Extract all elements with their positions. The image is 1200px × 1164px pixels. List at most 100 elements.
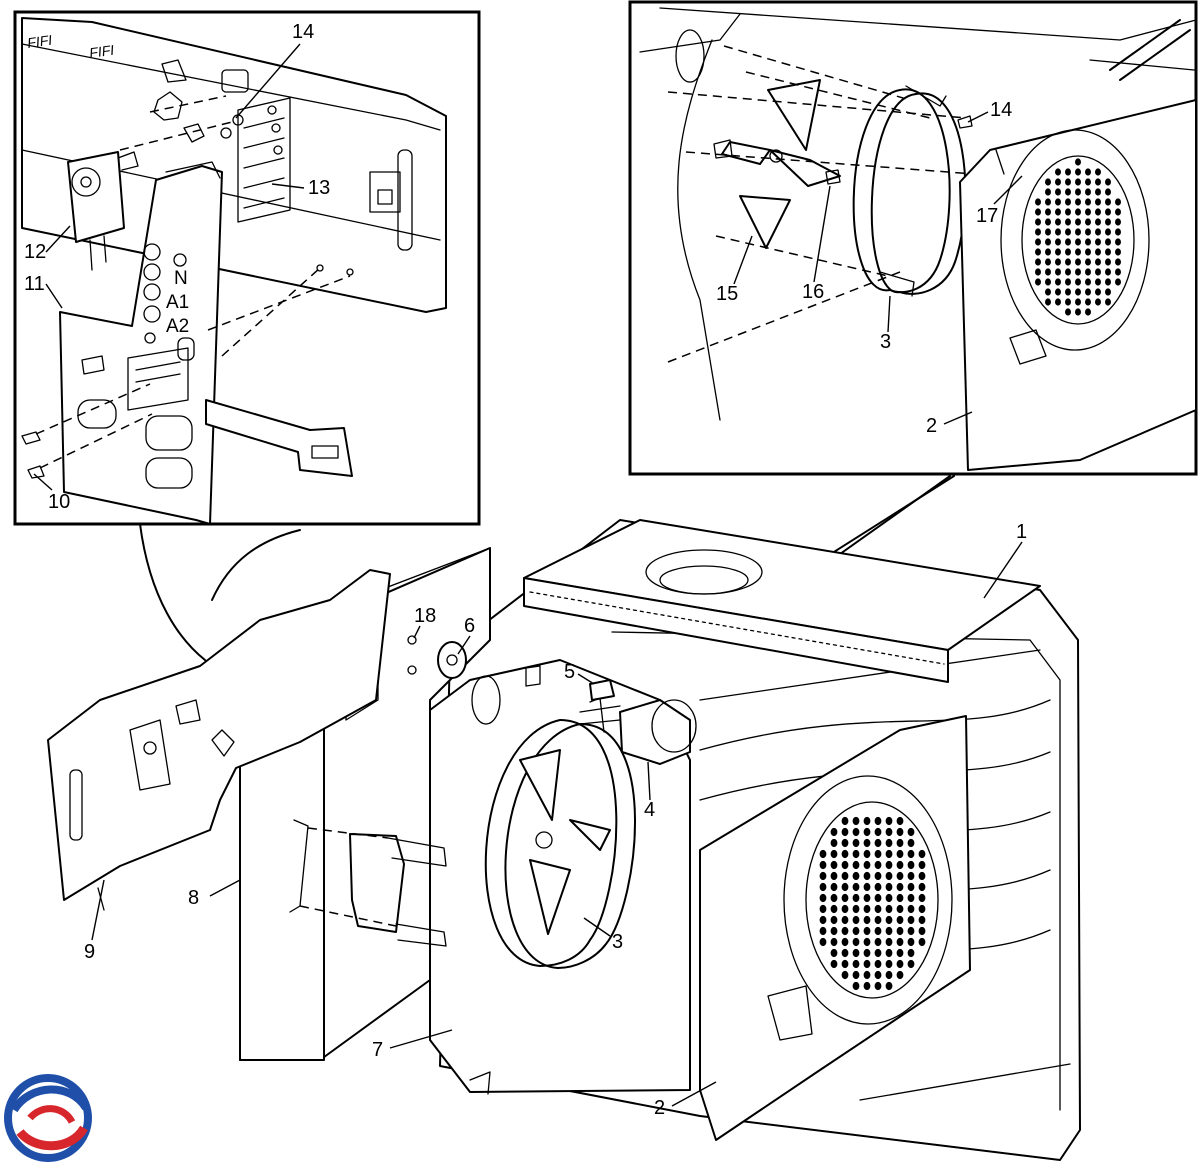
grille-hole — [1045, 278, 1051, 286]
grille-hole — [1035, 268, 1041, 276]
grille-hole — [1075, 208, 1081, 216]
grille-hole — [1095, 168, 1101, 176]
grille-hole — [1055, 188, 1061, 196]
grille-hole — [896, 882, 904, 892]
insulation-top-1 — [523, 519, 1041, 683]
grille-hole — [1105, 268, 1111, 276]
grille-hole — [852, 882, 860, 892]
grille-hole — [885, 926, 893, 936]
grille-hole — [1035, 278, 1041, 286]
grille-hole — [907, 959, 915, 969]
grille-hole — [874, 970, 882, 980]
callout-14-left: 14 — [292, 21, 314, 43]
terminal-strip-13 — [237, 97, 291, 223]
grille-hole — [896, 904, 904, 914]
grille-hole — [1095, 218, 1101, 226]
grille-hole — [1115, 278, 1121, 286]
grille-hole — [830, 838, 838, 848]
switch-5 — [589, 679, 615, 701]
grille-hole — [1095, 248, 1101, 256]
grille-hole — [841, 827, 849, 837]
grille-hole — [896, 849, 904, 859]
callout-14-right: 14 — [990, 99, 1012, 121]
grille-hole — [907, 893, 915, 903]
grille-hole — [1085, 218, 1091, 226]
grille-hole — [1065, 248, 1071, 256]
grille-hole — [852, 871, 860, 881]
grille-hole — [1085, 228, 1091, 236]
grille-hole — [852, 838, 860, 848]
grille-hole — [1045, 248, 1051, 256]
grille-hole — [852, 937, 860, 947]
callout-18: 18 — [414, 605, 436, 627]
grille-hole — [1035, 258, 1041, 266]
grille-hole — [1095, 288, 1101, 296]
grille-hole — [1045, 188, 1051, 196]
grille-hole — [885, 816, 893, 826]
grille-hole — [1115, 268, 1121, 276]
grille-hole — [1085, 278, 1091, 286]
grille-holes-main — [819, 816, 926, 991]
grille-holes-inset — [1035, 158, 1121, 316]
grille-hole — [1085, 288, 1091, 296]
grille-hole — [1055, 168, 1061, 176]
grille-hole — [852, 904, 860, 914]
grille-hole — [1075, 218, 1081, 226]
grille-hole — [852, 970, 860, 980]
grille-hole — [863, 948, 871, 958]
grille-hole — [852, 981, 860, 991]
grille-hole — [1065, 178, 1071, 186]
grille-hole — [819, 893, 827, 903]
grille-hole — [918, 937, 926, 947]
grille-hole — [874, 959, 882, 969]
grille-hole — [1075, 258, 1081, 266]
grille-hole — [863, 860, 871, 870]
grille-hole — [896, 871, 904, 881]
grille-hole — [1035, 218, 1041, 226]
grille-hole — [1045, 288, 1051, 296]
grille-hole — [907, 827, 915, 837]
grille-hole — [1065, 308, 1071, 316]
callout-5: 5 — [564, 661, 575, 683]
grille-hole — [874, 871, 882, 881]
grille-hole — [896, 959, 904, 969]
grille-hole — [874, 926, 882, 936]
grille-hole — [830, 882, 838, 892]
grille-hole — [819, 860, 827, 870]
grille-hole — [830, 904, 838, 914]
grille-hole — [819, 871, 827, 881]
grille-hole — [896, 860, 904, 870]
grille-hole — [863, 882, 871, 892]
grille-hole — [863, 849, 871, 859]
grille-hole — [874, 981, 882, 991]
grille-hole — [830, 860, 838, 870]
grille-hole — [863, 816, 871, 826]
grille-hole — [1035, 248, 1041, 256]
element-bracket — [289, 819, 447, 947]
grille-hole — [852, 849, 860, 859]
inset-right-callouts: 14 17 15 16 3 2 — [716, 99, 1023, 437]
grille-hole — [841, 904, 849, 914]
grille-hole — [863, 981, 871, 991]
grille-hole — [1085, 258, 1091, 266]
grille-hole — [1055, 298, 1061, 306]
grille-hole — [918, 860, 926, 870]
grille-hole — [1055, 178, 1061, 186]
grille-hole — [1105, 218, 1111, 226]
grille-hole — [874, 860, 882, 870]
grille-hole — [1115, 238, 1121, 246]
grille-hole — [1055, 258, 1061, 266]
grille-hole — [907, 926, 915, 936]
grille-hole — [819, 915, 827, 925]
grille-hole — [1115, 208, 1121, 216]
grille-hole — [1075, 158, 1081, 166]
grille-hole — [896, 926, 904, 936]
grille-hole — [874, 915, 882, 925]
grille-hole — [841, 970, 849, 980]
grille-hole — [841, 849, 849, 859]
back-panel-9 — [47, 569, 391, 911]
grille-hole — [1085, 238, 1091, 246]
grille-hole — [1055, 228, 1061, 236]
grille-hole — [1035, 208, 1041, 216]
grille-hole — [1095, 268, 1101, 276]
